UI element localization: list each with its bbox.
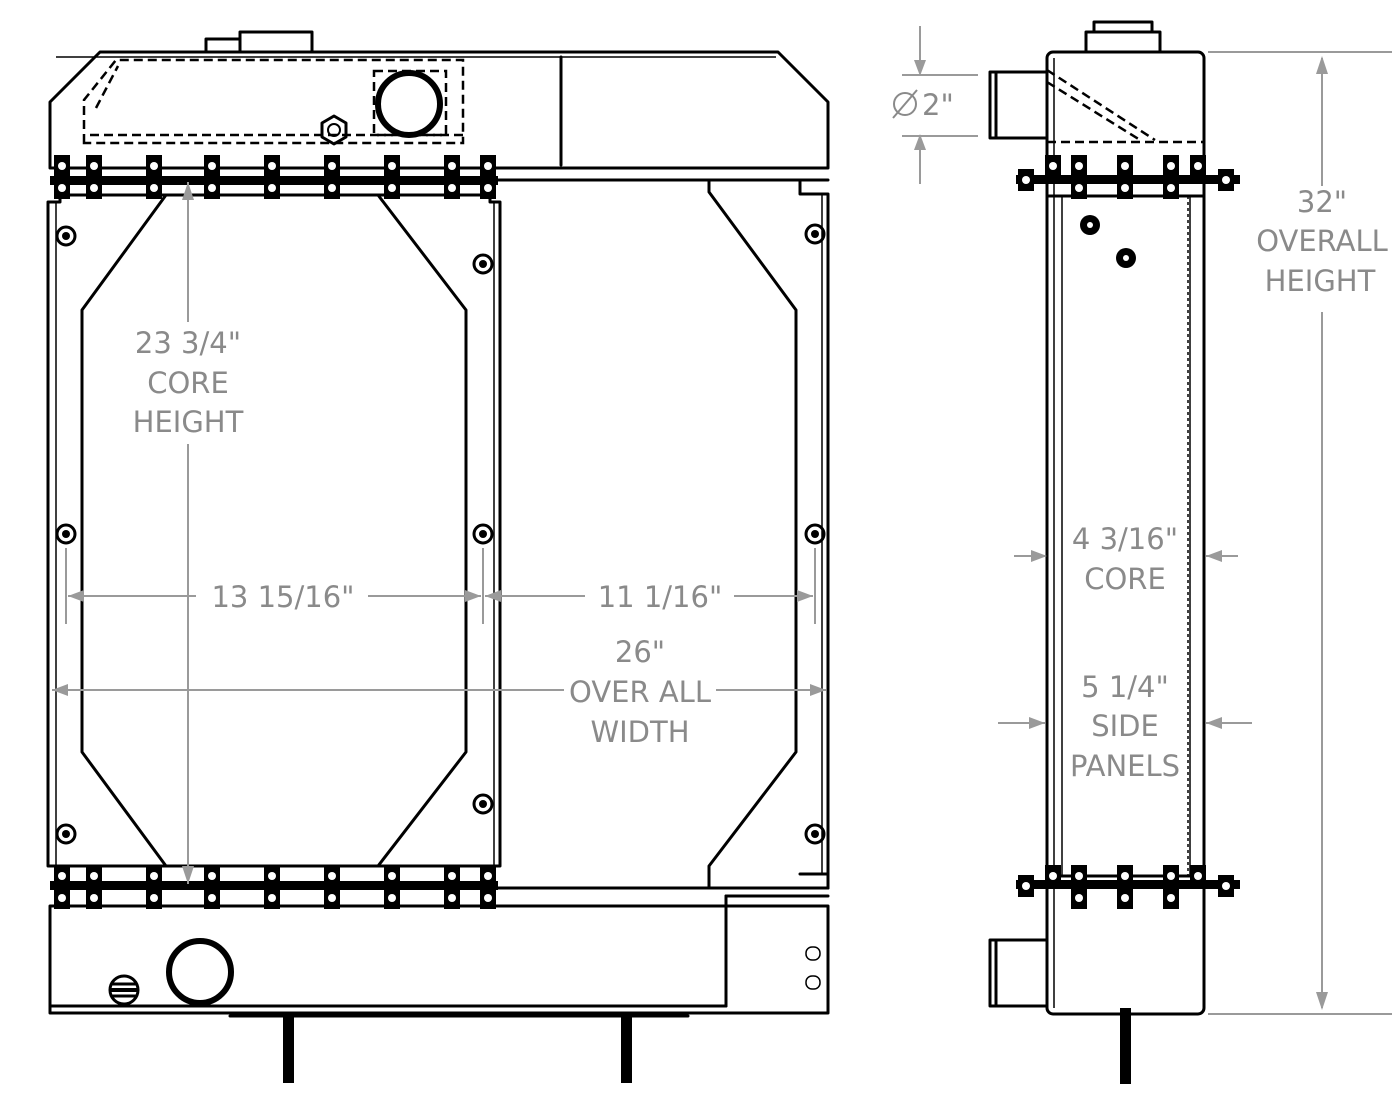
bottom-tank (48, 894, 830, 1083)
right-core-width-text: 11 1/16" (598, 580, 723, 614)
core-depth-value: 4 3/16" (1072, 522, 1178, 556)
overall-height-line2: HEIGHT (1265, 264, 1376, 298)
overall-height-value: 32" (1297, 185, 1347, 219)
side-panels-value: 5 1/4" (1081, 670, 1169, 704)
pipe-diameter-text: 2" (922, 88, 954, 122)
diameter-symbol-icon (892, 89, 918, 119)
side-panels-label: 5 1/4" SIDE PANELS (1064, 668, 1186, 783)
core-height-label: 23 3/4" CORE HEIGHT (124, 324, 252, 442)
core-depth-line1: CORE (1084, 562, 1166, 596)
front-view (46, 30, 830, 1083)
diameter-label: 2" (892, 88, 954, 122)
left-core-panel (46, 193, 502, 868)
side-view (988, 20, 1240, 1084)
side-bottom-bolts (1018, 865, 1234, 909)
side-panels-line2: PANELS (1070, 749, 1180, 783)
left-core-width-text: 13 15/16" (211, 580, 354, 614)
core-depth-label: 4 3/16" CORE (1066, 520, 1186, 598)
side-top-bolts (1018, 155, 1234, 199)
overall-height-label: 32" OVERALL HEIGHT (1256, 185, 1388, 298)
core-height-value: 23 3/4" (135, 326, 241, 360)
panel-screws (55, 223, 826, 845)
side-panels-line1: SIDE (1091, 709, 1159, 743)
overall-height-line1: OVERALL (1256, 224, 1388, 258)
overall-width-label: 26" OVER ALL WIDTH (569, 635, 711, 749)
top-tank (48, 30, 830, 170)
overall-width-line1: OVER ALL (569, 675, 711, 709)
core-height-line1: CORE (147, 366, 229, 400)
overall-width-line2: WIDTH (590, 715, 689, 749)
dimension-lines (52, 26, 1392, 1015)
right-core-panel (707, 178, 830, 890)
overall-width-value: 26" (615, 635, 665, 669)
core-height-line2: HEIGHT (133, 405, 244, 439)
